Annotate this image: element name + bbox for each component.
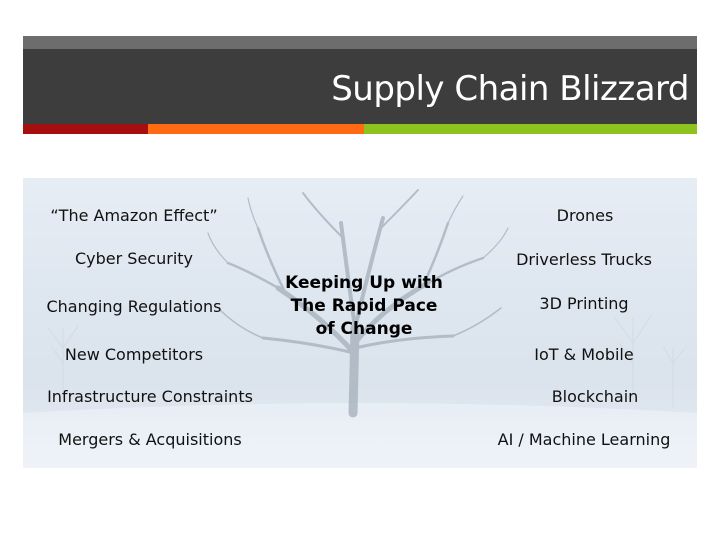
content-panel: “The Amazon Effect” Cyber Security Chang… [23, 178, 697, 468]
left-item-amazon-effect: “The Amazon Effect” [50, 206, 218, 225]
slide-title: Supply Chain Blizzard [331, 69, 689, 109]
accent-stripe-red [23, 124, 148, 134]
center-heading: Keeping Up with The Rapid Pace of Change [264, 272, 464, 341]
title-bar: Supply Chain Blizzard [23, 49, 697, 124]
center-heading-line-1: Keeping Up with [285, 273, 443, 293]
right-item-3d-printing: 3D Printing [539, 294, 629, 313]
right-item-ai-machine-learning: AI / Machine Learning [497, 430, 671, 449]
center-heading-line-2: The Rapid Pace [290, 296, 438, 316]
right-item-iot-mobile: IoT & Mobile [534, 345, 634, 364]
accent-stripe-green [364, 124, 697, 134]
right-item-blockchain: Blockchain [551, 387, 639, 406]
left-item-changing-regulations: Changing Regulations [46, 297, 222, 316]
left-item-mergers-acquisitions: Mergers & Acquisitions [58, 430, 242, 449]
accent-stripe-orange [148, 124, 364, 134]
left-item-infrastructure-constraints: Infrastructure Constraints [47, 387, 253, 406]
left-item-cyber-security: Cyber Security [74, 249, 194, 268]
header-top-band [23, 36, 697, 49]
snowy-tree-icon [23, 178, 697, 468]
right-item-driverless-trucks: Driverless Trucks [516, 250, 652, 269]
center-heading-line-3: of Change [315, 319, 413, 339]
left-item-new-competitors: New Competitors [64, 345, 204, 364]
right-item-drones: Drones [556, 206, 614, 225]
